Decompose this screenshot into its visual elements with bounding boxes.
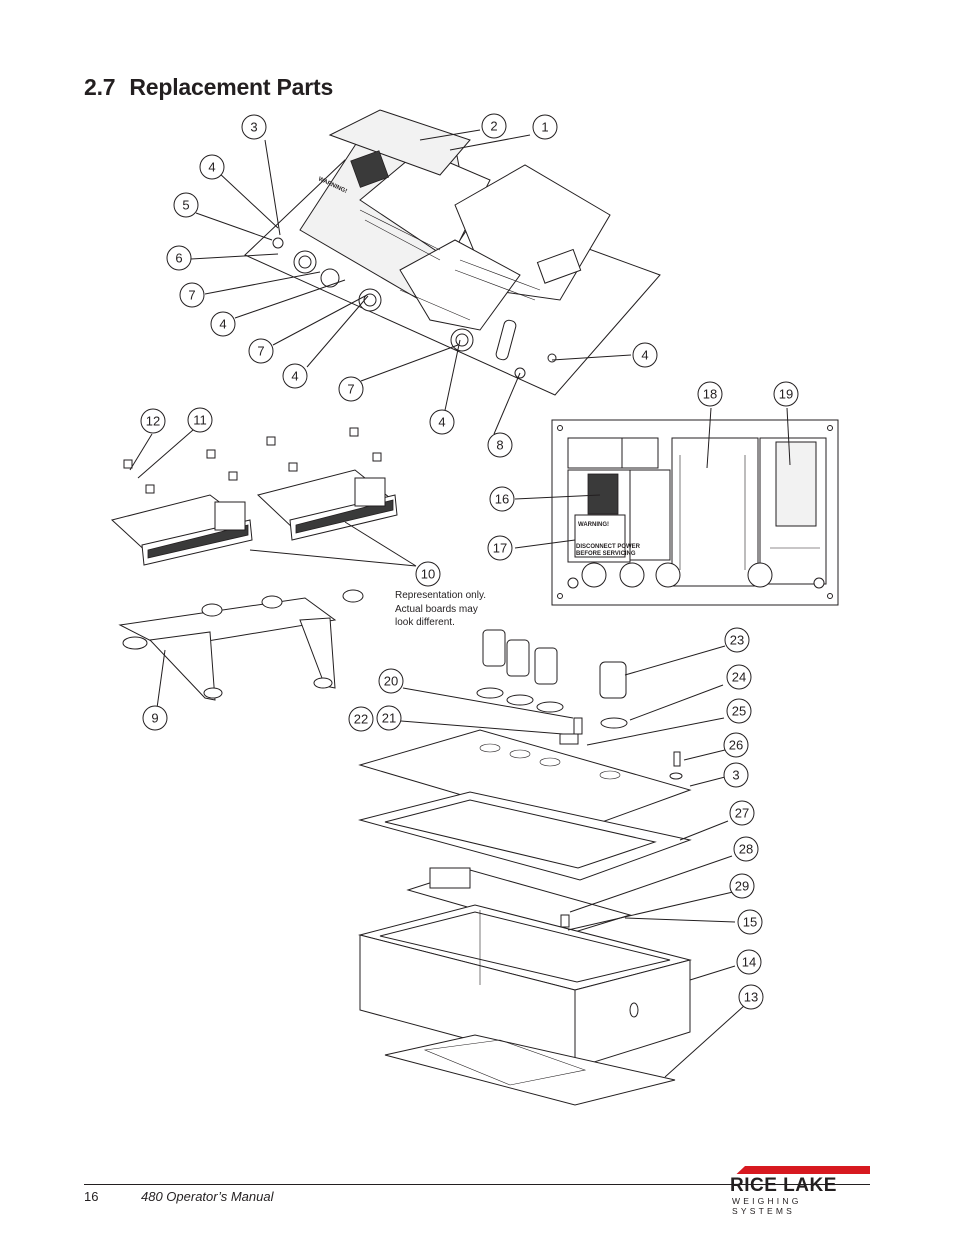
svg-text:22: 22	[354, 712, 368, 727]
callout-7a: 7	[179, 282, 205, 308]
callout-1: 1	[532, 114, 558, 140]
svg-text:7: 7	[347, 382, 354, 397]
svg-text:4: 4	[641, 348, 648, 363]
callout-28: 28	[733, 836, 759, 862]
callout-27: 27	[729, 800, 755, 826]
svg-text:5: 5	[182, 198, 189, 213]
footer-rule	[84, 1184, 870, 1185]
svg-text:1: 1	[541, 120, 548, 135]
callout-22: 22	[348, 706, 374, 732]
section-number: 2.7	[84, 74, 116, 100]
svg-text:11: 11	[193, 413, 207, 428]
svg-text:16: 16	[495, 492, 509, 507]
svg-text:24: 24	[732, 670, 746, 685]
svg-text:6: 6	[175, 251, 182, 266]
callout-21: 21	[376, 705, 402, 731]
svg-text:12: 12	[146, 414, 160, 429]
backplate-assembly: WARNING!	[244, 109, 661, 396]
svg-text:8: 8	[496, 438, 503, 453]
svg-text:28: 28	[739, 842, 753, 857]
callout-13: 13	[738, 984, 764, 1010]
svg-text:23: 23	[730, 633, 744, 648]
inset-before-text: BEFORE SERVICING	[576, 551, 636, 557]
callout-14: 14	[736, 949, 762, 975]
callout-4e: 4	[632, 342, 658, 368]
callout-2: 2	[481, 113, 507, 139]
svg-text:2: 2	[490, 119, 497, 134]
note-line-3: look different.	[395, 617, 455, 628]
note-line-1: Representation only.	[395, 590, 486, 601]
mounting-bracket	[118, 589, 364, 701]
callout-7c: 7	[338, 376, 364, 402]
svg-text:7: 7	[257, 344, 264, 359]
callout-7b: 7	[248, 338, 274, 364]
callout-4b: 4	[210, 311, 236, 337]
callout-4a: 4	[199, 154, 225, 180]
callout-15: 15	[737, 909, 763, 935]
svg-text:13: 13	[744, 990, 758, 1005]
svg-text:15: 15	[743, 915, 757, 930]
callout-18: 18	[697, 381, 723, 407]
callout-19: 19	[773, 381, 799, 407]
manual-title: 480 Operator’s Manual	[141, 1189, 274, 1204]
svg-text:17: 17	[493, 541, 507, 556]
callout-29: 29	[729, 873, 755, 899]
leader-lines	[129, 129, 791, 1078]
callout-6: 6	[166, 245, 192, 271]
inset-disconnect-text: DISCONNECT POWER	[576, 544, 641, 550]
inset-warning-text: WARNING!	[578, 522, 609, 528]
callout-12: 12	[140, 408, 166, 434]
callout-16: 16	[489, 486, 515, 512]
svg-text:19: 19	[779, 387, 793, 402]
svg-text:4: 4	[291, 369, 298, 384]
svg-text:29: 29	[735, 879, 749, 894]
callout-4c: 4	[282, 363, 308, 389]
callout-25: 25	[726, 698, 752, 724]
svg-text:10: 10	[421, 567, 435, 582]
svg-text:21: 21	[382, 711, 396, 726]
svg-text:27: 27	[735, 806, 749, 821]
svg-text:3: 3	[250, 120, 257, 135]
cord-grips	[476, 629, 628, 729]
logo-subtitle: WEIGHING SYSTEMS	[732, 1196, 802, 1216]
representation-note: Representation only. Actual boards may l…	[395, 589, 515, 630]
svg-text:4: 4	[438, 415, 445, 430]
callout-9: 9	[142, 705, 168, 731]
svg-text:20: 20	[384, 674, 398, 689]
note-line-2: Actual boards may	[395, 603, 478, 615]
svg-text:26: 26	[729, 738, 743, 753]
svg-text:4: 4	[219, 317, 226, 332]
section-title: 2.7 Replacement Parts	[84, 74, 333, 101]
callout-24: 24	[726, 664, 752, 690]
callout-4d: 4	[429, 409, 455, 435]
svg-text:7: 7	[188, 288, 195, 303]
svg-text:25: 25	[732, 704, 746, 719]
logo-red-bar	[736, 1166, 870, 1174]
svg-text:4: 4	[208, 160, 215, 175]
page-number: 16	[84, 1189, 99, 1204]
section-title-text: Replacement Parts	[129, 74, 334, 100]
callout-26: 26	[723, 732, 749, 758]
enclosure-layers	[358, 717, 692, 1106]
callout-20: 20	[378, 668, 404, 694]
callout-5: 5	[173, 192, 199, 218]
svg-text:18: 18	[703, 387, 717, 402]
rice-lake-logo: RICE LAKE WEIGHING SYSTEMS	[728, 1166, 870, 1216]
callout-8: 8	[487, 432, 513, 458]
svg-text:9: 9	[151, 711, 158, 726]
inset-front-view: WARNING! DISCONNECT POWER BEFORE SERVICI…	[551, 419, 839, 606]
option-boards	[110, 427, 398, 566]
logo-wordmark: RICE LAKE	[730, 1175, 837, 1196]
callout-11: 11	[187, 407, 213, 433]
svg-text:3: 3	[732, 768, 739, 783]
svg-text:14: 14	[742, 955, 756, 970]
callout-3: 3	[241, 114, 267, 140]
callout-10: 10	[415, 561, 441, 587]
callout-17: 17	[487, 535, 513, 561]
callout-23: 23	[724, 627, 750, 653]
callout-3b: 3	[723, 762, 749, 788]
